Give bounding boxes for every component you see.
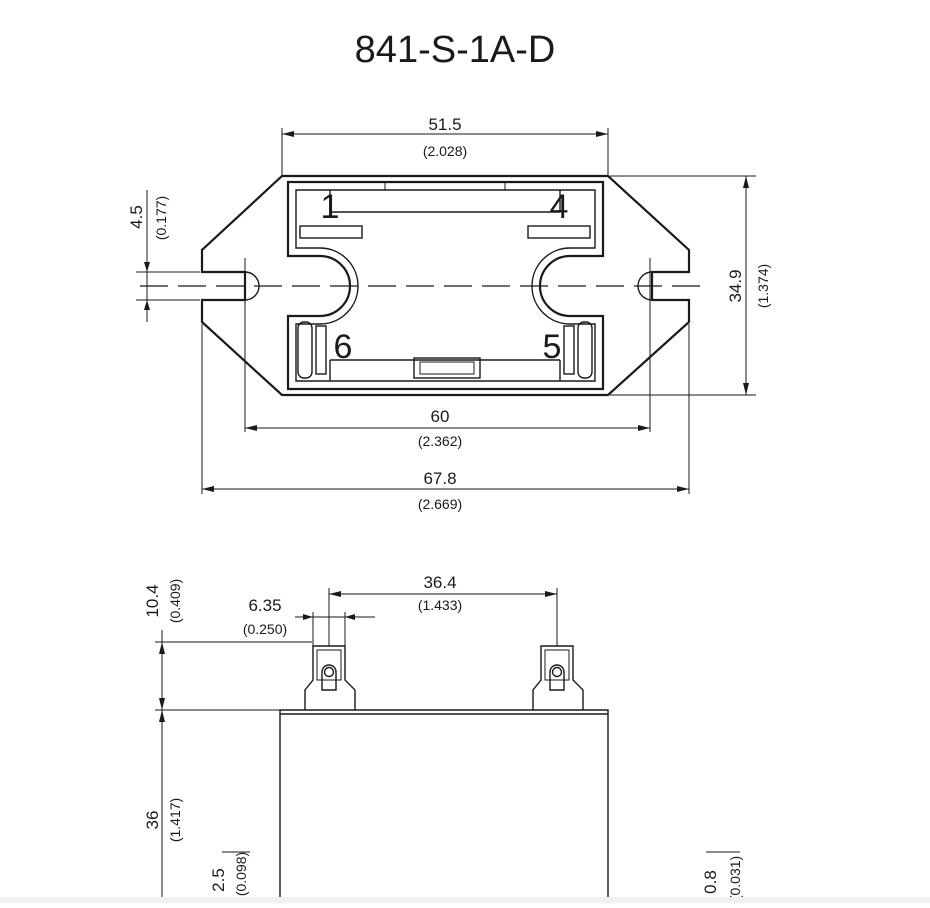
svg-text:(0.177): (0.177) bbox=[153, 196, 169, 240]
svg-text:67.8: 67.8 bbox=[423, 469, 456, 488]
svg-text:60: 60 bbox=[431, 407, 450, 426]
dim-body-height: 36 (1.417) bbox=[143, 710, 183, 900]
dim-terminal-height: 10.4 (0.409) bbox=[143, 579, 312, 711]
bottom-tab bbox=[413, 357, 481, 379]
dim-base-thickness: 0.8 (0.031) bbox=[701, 851, 743, 900]
svg-text:(1.374): (1.374) bbox=[755, 264, 771, 308]
svg-text:(2.362): (2.362) bbox=[418, 433, 462, 449]
dim-slot-width: 4.5 (0.177) bbox=[127, 190, 200, 322]
dim-hole-spacing: 60 (2.362) bbox=[244, 258, 651, 449]
terminal-slot-1 bbox=[299, 225, 363, 239]
body-rim bbox=[286, 180, 605, 391]
dim-base-offset: 2.5 (0.098) bbox=[209, 851, 250, 896]
svg-text:(0.250): (0.250) bbox=[243, 621, 287, 637]
terminal-left bbox=[304, 645, 356, 710]
svg-text:(2.028): (2.028) bbox=[423, 143, 467, 159]
terminal-right bbox=[532, 645, 584, 710]
pin-label-1: 1 bbox=[321, 188, 340, 226]
svg-text:34.9: 34.9 bbox=[726, 269, 745, 302]
svg-text:10.4: 10.4 bbox=[143, 584, 162, 617]
terminal-slot-5 bbox=[563, 325, 575, 375]
inner-recess bbox=[329, 190, 561, 381]
pin-label-4: 4 bbox=[550, 188, 569, 226]
side-cavity-right bbox=[577, 321, 593, 379]
side-body bbox=[279, 709, 609, 900]
svg-text:4.5: 4.5 bbox=[127, 205, 146, 229]
dim-terminal-spacing: 36.4 (1.433) bbox=[328, 573, 558, 646]
pin-label-5: 5 bbox=[543, 328, 562, 366]
bottom-tab-inner bbox=[419, 361, 475, 375]
dim-width-inner: 51.5 (2.028) bbox=[281, 115, 609, 176]
body-inner-wall bbox=[295, 189, 596, 382]
flange-outline bbox=[200, 174, 691, 397]
svg-text:(0.031): (0.031) bbox=[727, 856, 743, 900]
pin-label-6: 6 bbox=[334, 328, 353, 366]
terminal-slot-4 bbox=[527, 225, 591, 239]
svg-text:(1.433): (1.433) bbox=[418, 597, 462, 613]
svg-text:0.8: 0.8 bbox=[701, 870, 720, 894]
dim-terminal-width: 6.35 (0.250) bbox=[243, 596, 375, 646]
svg-text:2.5: 2.5 bbox=[209, 868, 228, 892]
dim-height: 34.9 (1.374) bbox=[610, 175, 771, 396]
side-cavity-left bbox=[297, 321, 313, 379]
svg-text:(0.409): (0.409) bbox=[167, 579, 183, 623]
svg-text:(0.098): (0.098) bbox=[233, 852, 249, 896]
svg-text:6.35: 6.35 bbox=[248, 596, 281, 615]
svg-text:36.4: 36.4 bbox=[423, 573, 456, 592]
svg-text:(2.669): (2.669) bbox=[418, 496, 462, 512]
svg-text:(1.417): (1.417) bbox=[167, 798, 183, 842]
side-view: 36.4 (1.433) 6.35 (0.250) 10.4 (0.409) bbox=[143, 573, 743, 900]
dim-overall-length: 67.8 (2.669) bbox=[201, 324, 690, 512]
part-number-title: 841-S-1A-D bbox=[355, 29, 556, 71]
bottom-strip bbox=[0, 897, 930, 903]
top-view: 1 4 6 5 51.5 (2.028) 4.5 (0.177) bbox=[127, 115, 771, 512]
svg-text:51.5: 51.5 bbox=[428, 115, 461, 134]
terminal-slot-6 bbox=[315, 325, 327, 375]
svg-text:36: 36 bbox=[143, 811, 162, 830]
